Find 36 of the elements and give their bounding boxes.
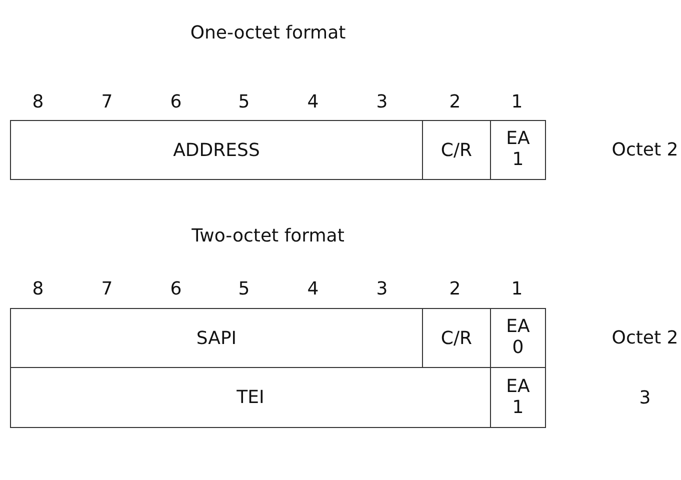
- bit-number: 5: [238, 92, 250, 112]
- field-cell: [490, 367, 546, 428]
- bit-number: 3: [376, 92, 388, 112]
- octet-label: Octet 2: [612, 140, 678, 160]
- bit-number: 4: [307, 278, 319, 300]
- bit-number: 3: [376, 278, 388, 300]
- bit-number: 1: [511, 278, 523, 300]
- bit-number: 4: [307, 92, 319, 112]
- field-cell: [10, 367, 491, 428]
- field-name: ADDRESS: [173, 140, 260, 160]
- field-name: C/R: [440, 140, 472, 160]
- field-value: EA 1: [505, 376, 531, 418]
- octet-label: 3: [639, 388, 651, 408]
- field-cell: [490, 120, 546, 180]
- bit-number: 2: [449, 278, 461, 300]
- bit-number: 5: [238, 278, 250, 300]
- format-heading: Two-octet format: [192, 226, 344, 246]
- field-name: C/R: [440, 328, 472, 348]
- field-name: TEI: [236, 387, 264, 408]
- field-cell: [10, 120, 423, 180]
- bit-number: 7: [101, 92, 113, 112]
- field-cell: [422, 120, 491, 180]
- bit-number: 6: [170, 278, 182, 300]
- bit-number: 7: [101, 278, 113, 300]
- field-name: SAPI: [196, 328, 237, 348]
- field-value: EA 1: [505, 129, 531, 171]
- format-heading: One-octet format: [190, 22, 346, 44]
- field-cell: [490, 308, 546, 368]
- field-cell: [10, 308, 423, 368]
- bit-number: 1: [511, 92, 523, 112]
- bit-number: 8: [32, 278, 44, 300]
- bit-number: 8: [32, 92, 44, 112]
- field-value: EA 0: [505, 317, 531, 359]
- octet-label: Octet 2: [612, 328, 678, 348]
- bit-number: 6: [170, 92, 182, 112]
- bit-number: 2: [449, 92, 461, 112]
